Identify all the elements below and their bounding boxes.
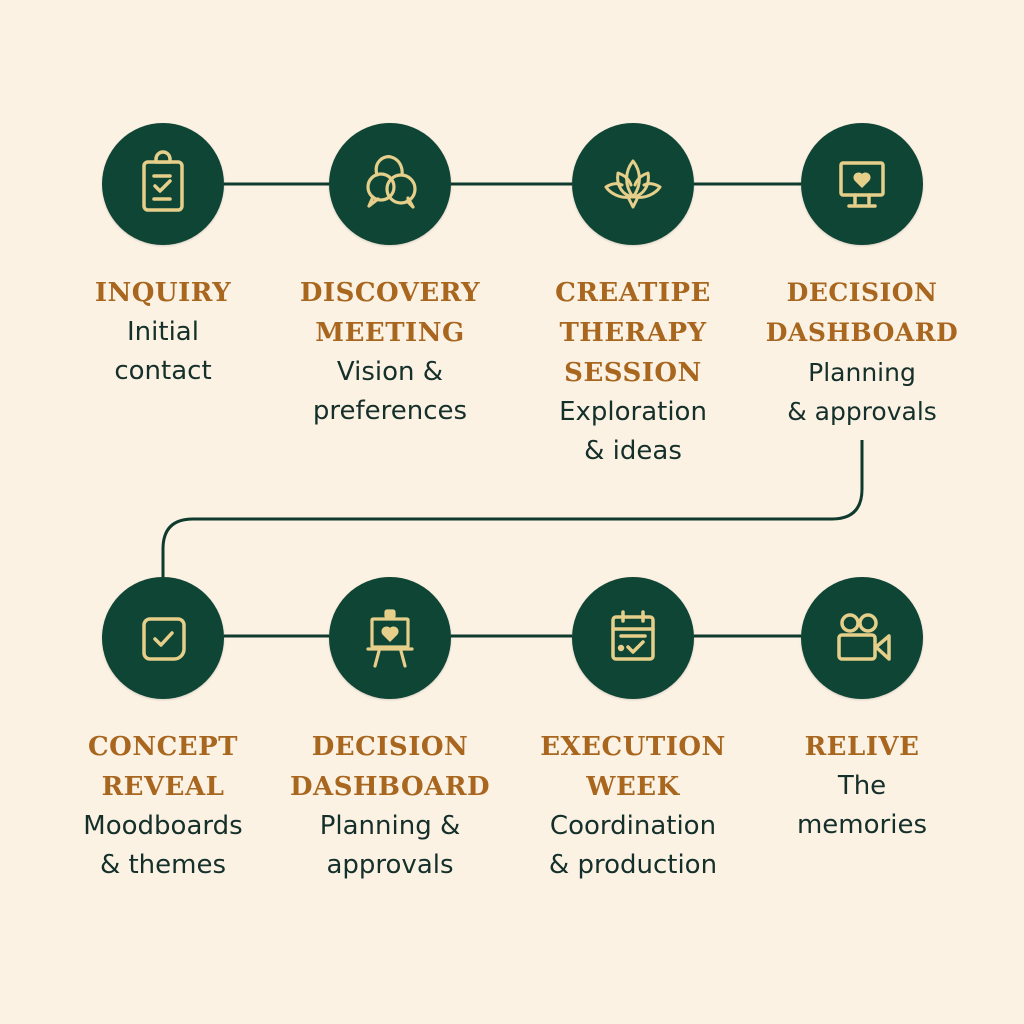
step-title: RELIVE	[804, 732, 920, 762]
step-title: CONCEPT REVEAL	[87, 732, 239, 802]
step-title: EXECUTION WEEK	[540, 732, 726, 802]
step-node[interactable]	[801, 577, 923, 699]
step-node[interactable]	[572, 577, 694, 699]
step-title: DECISION DASHBOARD	[765, 278, 959, 347]
step-description: Moodboards & themes	[83, 811, 243, 880]
step-description: Exploration & ideas	[559, 397, 707, 466]
clipboard-check-icon	[142, 150, 184, 212]
connector-row-wrap	[161, 440, 864, 578]
step-title: DECISION DASHBOARD	[290, 732, 490, 802]
step-description: Planning & approvals	[319, 811, 461, 880]
step-description: The memories	[796, 771, 927, 840]
step-description: Coordination & production	[548, 811, 718, 880]
step-title: CREATIPE THERAPY SESSION	[555, 278, 711, 388]
step-discovery-meeting: DISCOVERY MEETING Vision & preferences	[280, 123, 500, 431]
lotus-icon	[604, 159, 662, 209]
speech-bubbles-icon	[366, 155, 417, 209]
monitor-heart-icon	[839, 161, 885, 208]
checkbox-icon	[142, 617, 186, 661]
step-description: Vision & preferences	[312, 357, 468, 426]
step-description: Initial contact	[114, 317, 212, 386]
step-description: Planning & approvals	[787, 358, 937, 426]
step-creative-therapy-session: CREATIPE THERAPY SESSION Exploration & i…	[523, 123, 743, 471]
step-title: DISCOVERY MEETING	[299, 278, 481, 348]
step-inquiry: INQUIRY Initial contact	[53, 123, 273, 391]
calendar-check-icon	[611, 610, 655, 661]
step-title: INQUIRY	[94, 278, 232, 308]
step-relive: RELIVE The memories	[752, 577, 972, 845]
easel-heart-icon	[366, 609, 414, 668]
movie-camera-icon	[837, 613, 891, 661]
step-execution-week: EXECUTION WEEK Coordination & production	[523, 577, 743, 885]
step-concept-reveal: CONCEPT REVEAL Moodboards & themes	[53, 577, 273, 885]
step-node[interactable]	[102, 123, 224, 245]
step-node[interactable]	[801, 123, 923, 245]
step-decision-dashboard-2: DECISION DASHBOARD Planning & approvals	[280, 577, 500, 885]
step-node[interactable]	[329, 123, 451, 245]
step-decision-dashboard: DECISION DASHBOARD Planning & approvals	[752, 123, 972, 431]
step-node[interactable]	[329, 577, 451, 699]
step-node[interactable]	[102, 577, 224, 699]
step-node[interactable]	[572, 123, 694, 245]
